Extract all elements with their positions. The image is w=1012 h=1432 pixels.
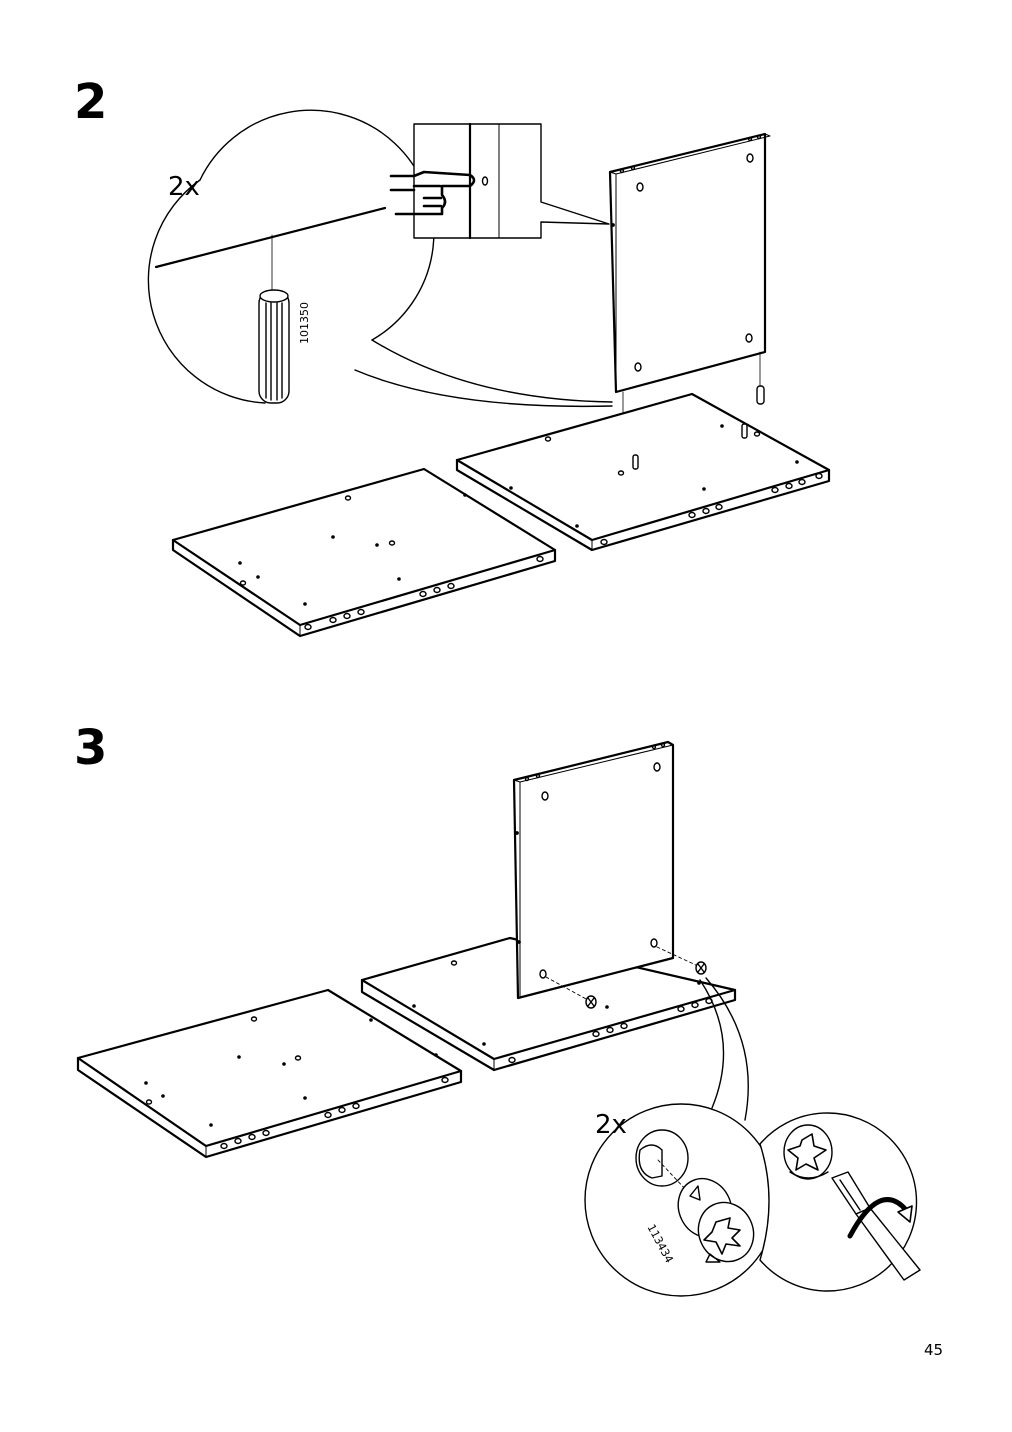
dowel-detail-callout — [148, 110, 612, 406]
bottom-board — [362, 938, 735, 1070]
cam-lock-detail-callout — [585, 1104, 777, 1296]
step-number: 3 — [74, 720, 108, 776]
screwdriver-detail-callout — [760, 1113, 920, 1291]
cam-lock-icon — [586, 996, 596, 1008]
part-number: 101350 — [298, 302, 311, 344]
top-board — [173, 469, 555, 636]
cam-lock-icon — [696, 962, 706, 974]
quantity-label: 2x — [168, 172, 200, 202]
step-number: 2 — [74, 74, 108, 130]
side-panel — [610, 134, 770, 392]
hole-check-inset — [391, 124, 609, 238]
pointing-hand-icon — [391, 172, 474, 214]
bottom-board — [457, 394, 829, 550]
side-panel — [514, 742, 673, 998]
quantity-label: 2x — [595, 1110, 627, 1140]
rotate-clockwise-arrow-icon — [850, 1200, 912, 1236]
cam-lock-icon — [669, 1170, 763, 1271]
dowel-icon — [259, 290, 289, 403]
page-number: 45 — [924, 1341, 944, 1359]
top-board — [78, 990, 461, 1157]
